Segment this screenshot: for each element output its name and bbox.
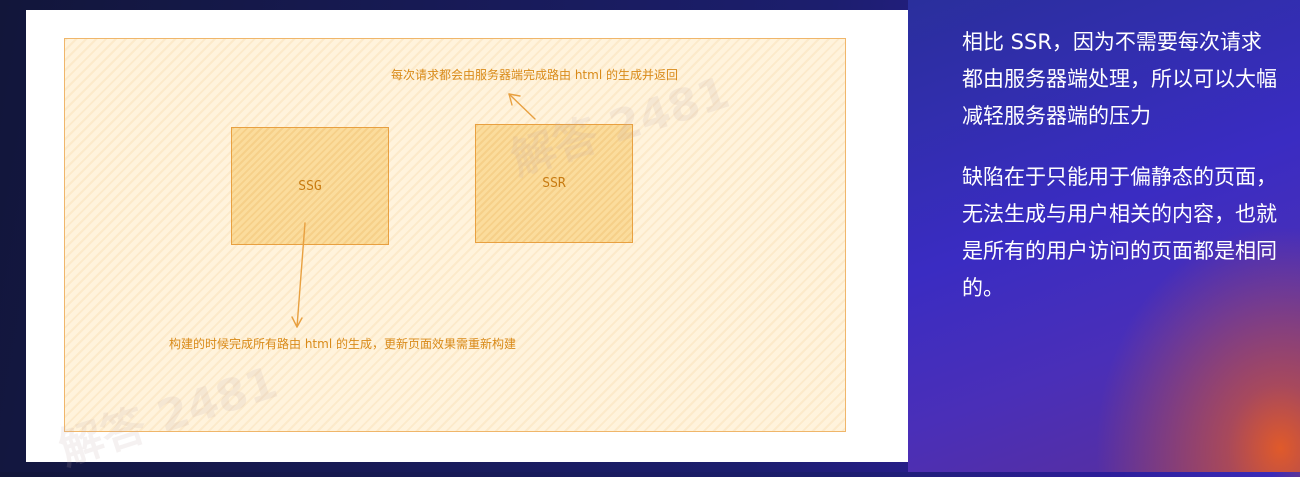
diagram-arrows xyxy=(291,93,536,328)
ssr-note-arrow xyxy=(508,93,536,120)
side-paragraph-drawback: 缺陷在于只能用于偏静态的页面，无法生成与用户相关的内容，也就是所有的用户访问的页… xyxy=(962,165,1277,300)
ssg-note-arrow-head xyxy=(291,316,303,328)
ssg-note-arrow xyxy=(296,222,306,328)
ssg-box-label: SSG xyxy=(298,178,322,194)
whiteboard-panel: SSG SSR 每次请求都会由服务器端完成路由 html 的生成并返回 构建的时… xyxy=(26,10,908,475)
ssr-note-arrow-head xyxy=(508,93,521,106)
ssg-note: 构建的时候完成所有路由 html 的生成，更新页面效果需重新构建 xyxy=(169,337,516,351)
ssr-box-label: SSR xyxy=(542,176,566,191)
ssr-box: SSR xyxy=(475,124,633,243)
slide-background-right xyxy=(908,0,1300,472)
ssr-note: 每次请求都会由服务器端完成路由 html 的生成并返回 xyxy=(391,68,678,82)
ssg-ssr-diagram: SSG SSR 每次请求都会由服务器端完成路由 html 的生成并返回 构建的时… xyxy=(64,38,846,432)
side-text-panel: 相比 SSR，因为不需要每次请求都由服务器端处理，所以可以大幅减轻服务器端的压力… xyxy=(962,24,1280,331)
side-paragraph-advantage: 相比 SSR，因为不需要每次请求都由服务器端处理，所以可以大幅减轻服务器端的压力 xyxy=(962,30,1277,128)
ssg-box: SSG xyxy=(231,127,389,245)
